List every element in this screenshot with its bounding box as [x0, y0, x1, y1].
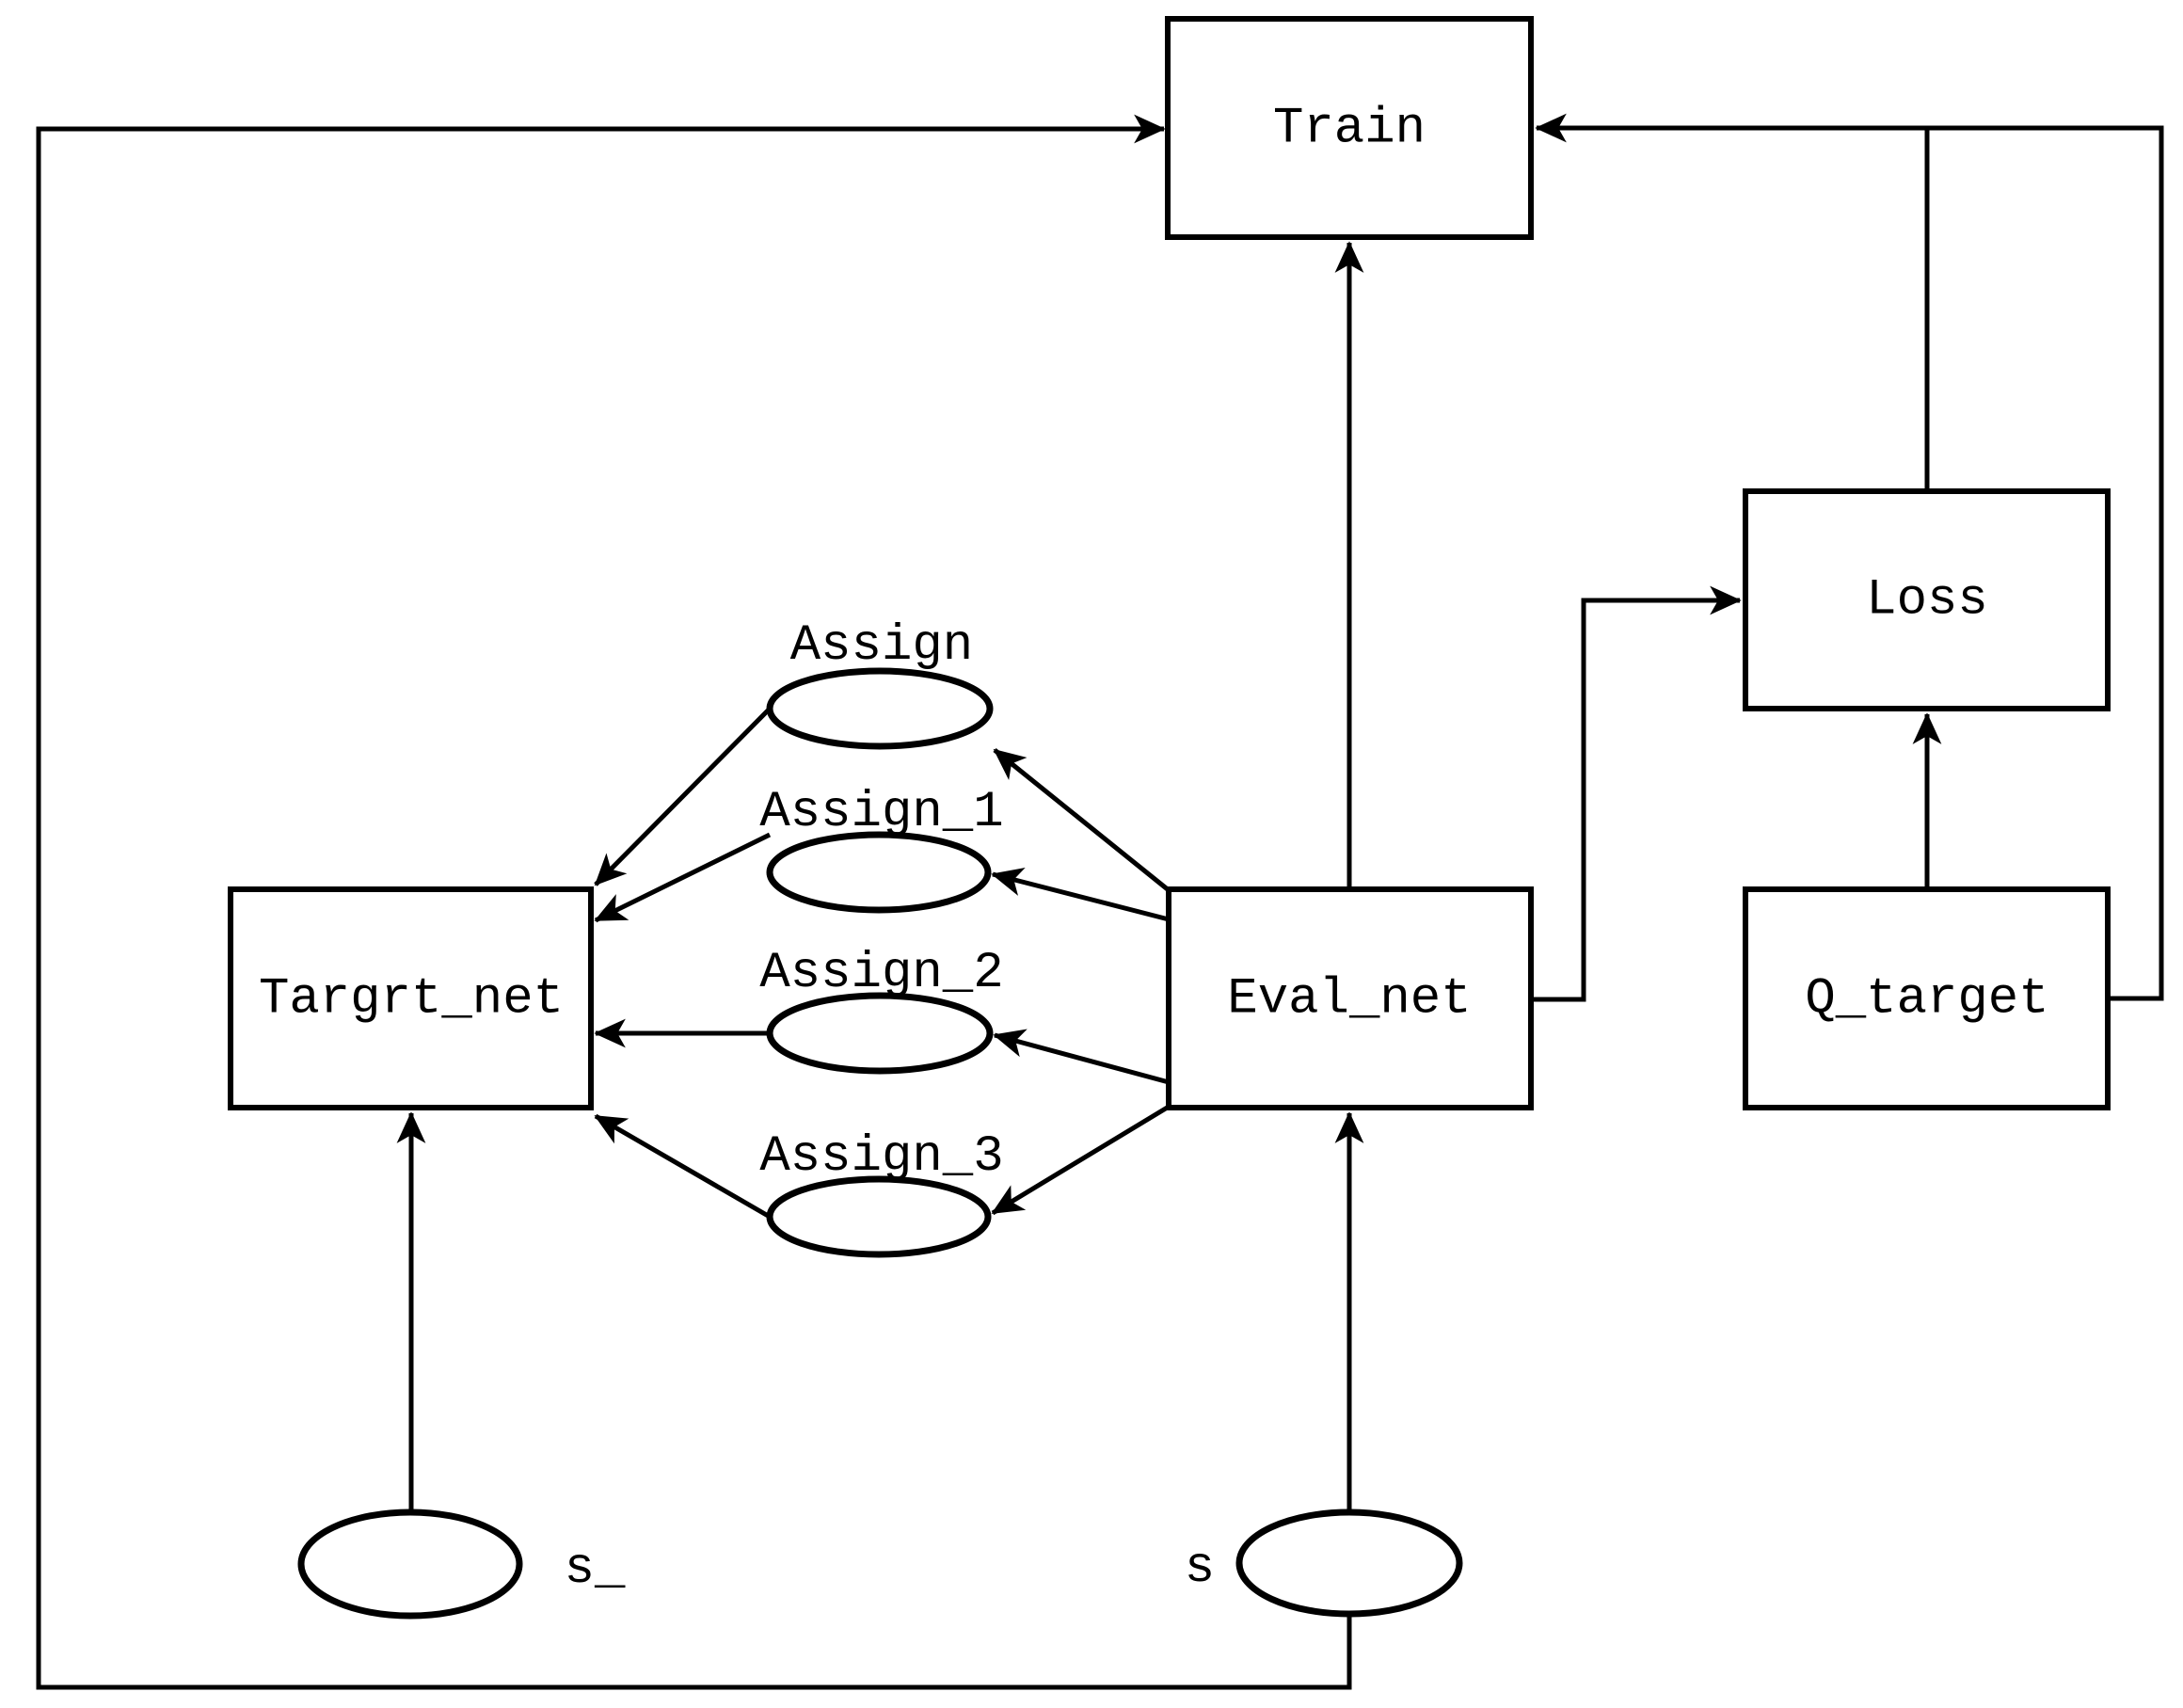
- edge-eval-net-to-assign-1: [991, 868, 1170, 922]
- edge-eval-net-to-assign: [993, 748, 1171, 892]
- s-ellipse: [1235, 1508, 1463, 1618]
- assign-label: Assign: [790, 617, 973, 675]
- edge-s-to-train-outer-loop: [36, 114, 1352, 1690]
- loss-box: [1743, 488, 2111, 711]
- edge-assign-to-target-net: [594, 707, 772, 886]
- s-next-label: s_: [565, 1540, 626, 1598]
- assign-3-ellipse: [766, 1175, 992, 1258]
- train-box: [1165, 16, 1534, 240]
- edge-q-target-to-train: [1535, 113, 2164, 1001]
- edge-eval-net-to-loss: [1531, 585, 1742, 1002]
- s-label: s: [1185, 1540, 1215, 1597]
- assign-1-label: Assign_1: [759, 784, 1003, 841]
- q-target-box: [1743, 886, 2111, 1110]
- target-net-label: Targrt_net: [259, 971, 564, 1029]
- eval-net-label: Eval_net: [1227, 971, 1471, 1029]
- edge-assign-1-to-target-net: [594, 832, 772, 923]
- edge-assign-3-to-target-net: [594, 1113, 772, 1220]
- assign-2-ellipse: [766, 992, 994, 1075]
- train-label: Train: [1273, 101, 1426, 158]
- eval-net-box: [1166, 886, 1534, 1110]
- edge-eval-net-to-assign-3: [991, 1104, 1171, 1216]
- target-net-box: [228, 886, 594, 1110]
- s-next-ellipse: [297, 1508, 523, 1620]
- assign-1-ellipse: [766, 831, 992, 914]
- assign-ellipse: [766, 667, 994, 750]
- assign-2-label: Assign_2: [759, 945, 1003, 1002]
- assign-3-label: Assign_3: [759, 1128, 1003, 1186]
- loss-label: Loss: [1866, 572, 1988, 630]
- q-target-label: Q_target: [1805, 971, 2048, 1029]
- edge-eval-net-to-assign-2: [993, 1029, 1170, 1085]
